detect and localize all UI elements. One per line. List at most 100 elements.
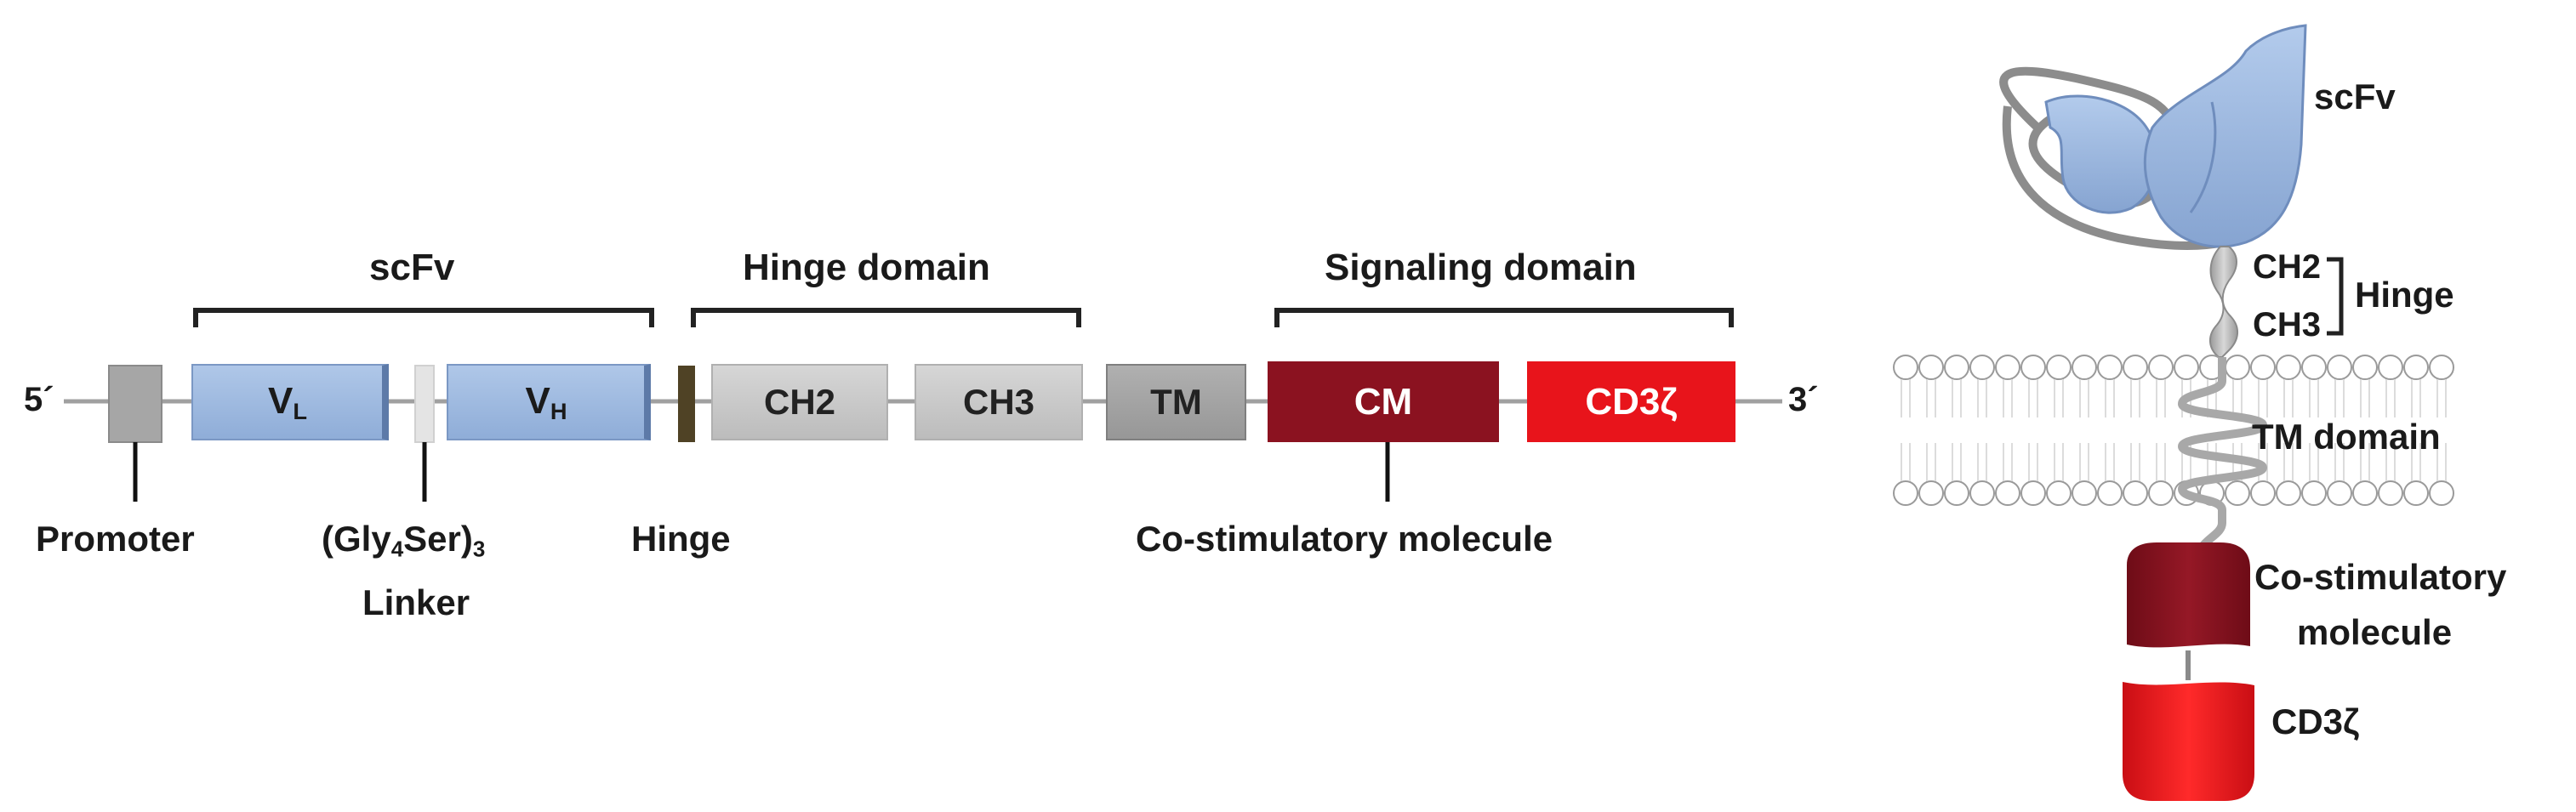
lipid-head-outer xyxy=(2174,355,2199,380)
lipid-tail xyxy=(2309,379,2319,417)
ch3-segment: CH3 xyxy=(915,364,1083,440)
costim-callout-label: Co-stimulatory molecule xyxy=(1136,519,1553,559)
lipid-tail xyxy=(2385,379,2396,417)
lipid-tail xyxy=(2258,379,2268,417)
lipid-head-inner xyxy=(2429,480,2454,506)
lipid-tail xyxy=(2411,443,2421,481)
lipid-tail xyxy=(2105,379,2115,417)
lipid-tail xyxy=(2105,443,2115,481)
tm-serpentine xyxy=(2178,357,2267,558)
scfv-group-label: scFv xyxy=(369,247,455,288)
lipid-head-inner xyxy=(2250,480,2276,506)
lipid-head-inner xyxy=(2327,480,2352,506)
lipid-tail xyxy=(1901,379,1911,417)
lipid-tail xyxy=(2028,379,2038,417)
lipid-head-inner xyxy=(2123,480,2148,506)
lipid-tail xyxy=(2232,379,2243,417)
vl-label: VL xyxy=(267,379,307,424)
lipid-head-inner xyxy=(1995,480,2020,506)
lipid-tail xyxy=(2360,443,2370,481)
hinge-callout-label: Hinge xyxy=(631,519,731,559)
linker-formula-label: (Gly4Ser)3 xyxy=(322,519,486,562)
receptor-costim-label-1: Co-stimulatory xyxy=(2254,557,2507,597)
lipid-tail xyxy=(1901,443,1911,481)
lipid-tail xyxy=(2079,443,2089,481)
scfv-ribbon-1 xyxy=(2044,94,2158,214)
lipid-head-outer xyxy=(2276,355,2301,380)
hinge-block xyxy=(678,366,695,442)
tm-segment: TM xyxy=(1106,364,1246,440)
lipid-head-outer xyxy=(2123,355,2148,380)
lipid-head-inner xyxy=(2352,480,2378,506)
lipid-tail xyxy=(2334,379,2345,417)
scfv-ribbon-fold xyxy=(2189,101,2217,213)
vh-label: VH xyxy=(525,379,567,424)
receptor-costim-label-2: molecule xyxy=(2297,612,2453,652)
lipid-head-outer xyxy=(2148,355,2174,380)
lipid-head-inner xyxy=(2276,480,2301,506)
lipid-head-inner xyxy=(2072,480,2097,506)
linker-word-label: Linker xyxy=(362,582,470,622)
receptor-hinge-bracket xyxy=(2327,257,2344,336)
promoter-block xyxy=(108,365,162,443)
vl-segment: VL xyxy=(191,364,389,440)
lipid-tail xyxy=(2283,443,2294,481)
receptor-ch3-label: CH3 xyxy=(2253,306,2322,344)
promoter-label: Promoter xyxy=(36,519,195,559)
lipid-head-outer xyxy=(1918,355,1944,380)
lipid-head-inner xyxy=(2148,480,2174,506)
signaling-domain-group-label: Signaling domain xyxy=(1325,247,1637,288)
receptor-scfv-label: scFv xyxy=(2314,77,2396,116)
lipid-tail xyxy=(2054,379,2064,417)
cm-segment: CM xyxy=(1268,361,1499,442)
lipid-head-outer xyxy=(1995,355,2020,380)
lipid-head-inner xyxy=(2225,480,2250,506)
scfv-bracket xyxy=(193,308,654,327)
lipid-head-inner xyxy=(1944,480,1969,506)
lipid-head-outer xyxy=(1944,355,1969,380)
lipid-head-outer xyxy=(2378,355,2403,380)
three-prime-label: 3´ xyxy=(1788,381,1819,418)
lipid-head-outer xyxy=(2225,355,2250,380)
lipid-tail xyxy=(2130,443,2140,481)
lipid-head-outer xyxy=(2327,355,2352,380)
lipid-head-inner xyxy=(2020,480,2046,506)
signaling-domain-bracket xyxy=(1274,308,1734,327)
hinge-stalk xyxy=(2209,246,2238,358)
lipid-tail xyxy=(2334,443,2345,481)
lipid-head-inner xyxy=(2046,480,2072,506)
lipid-tail xyxy=(2028,443,2038,481)
lipid-tail xyxy=(2411,379,2421,417)
lipid-tail xyxy=(2156,379,2166,417)
lipid-tail xyxy=(1977,443,1987,481)
lipid-head-outer xyxy=(2250,355,2276,380)
lipid-tail xyxy=(2385,443,2396,481)
lipid-tail xyxy=(1952,443,1962,481)
receptor-ch2-label: CH2 xyxy=(2253,248,2322,286)
lipid-head-outer xyxy=(2072,355,2097,380)
lipid-tail xyxy=(2003,443,2013,481)
lipid-tail xyxy=(1926,443,1936,481)
lipid-tail xyxy=(2360,379,2370,417)
lipid-tail xyxy=(2436,379,2447,417)
hinge-domain-group-label: Hinge domain xyxy=(743,247,990,288)
lipid-tail xyxy=(2283,379,2294,417)
lipid-head-outer xyxy=(2097,355,2123,380)
lipid-head-inner xyxy=(1893,480,1918,506)
lipid-tail xyxy=(2130,379,2140,417)
scfv-ribbon-2 xyxy=(2143,24,2307,248)
receptor-tm-domain-label: TM domain xyxy=(2252,417,2441,457)
lipid-tail xyxy=(1952,379,1962,417)
lipid-head-outer xyxy=(2020,355,2046,380)
ch2-segment: CH2 xyxy=(711,364,888,440)
receptor-hinge-label: Hinge xyxy=(2355,275,2454,315)
linker-block xyxy=(414,365,435,443)
lipid-head-outer xyxy=(2429,355,2454,380)
lipid-head-outer xyxy=(2352,355,2378,380)
lipid-head-inner xyxy=(2378,480,2403,506)
lipid-head-inner xyxy=(2097,480,2123,506)
lipid-head-outer xyxy=(2301,355,2327,380)
lipid-tail xyxy=(1926,379,1936,417)
lipid-head-inner xyxy=(1918,480,1944,506)
